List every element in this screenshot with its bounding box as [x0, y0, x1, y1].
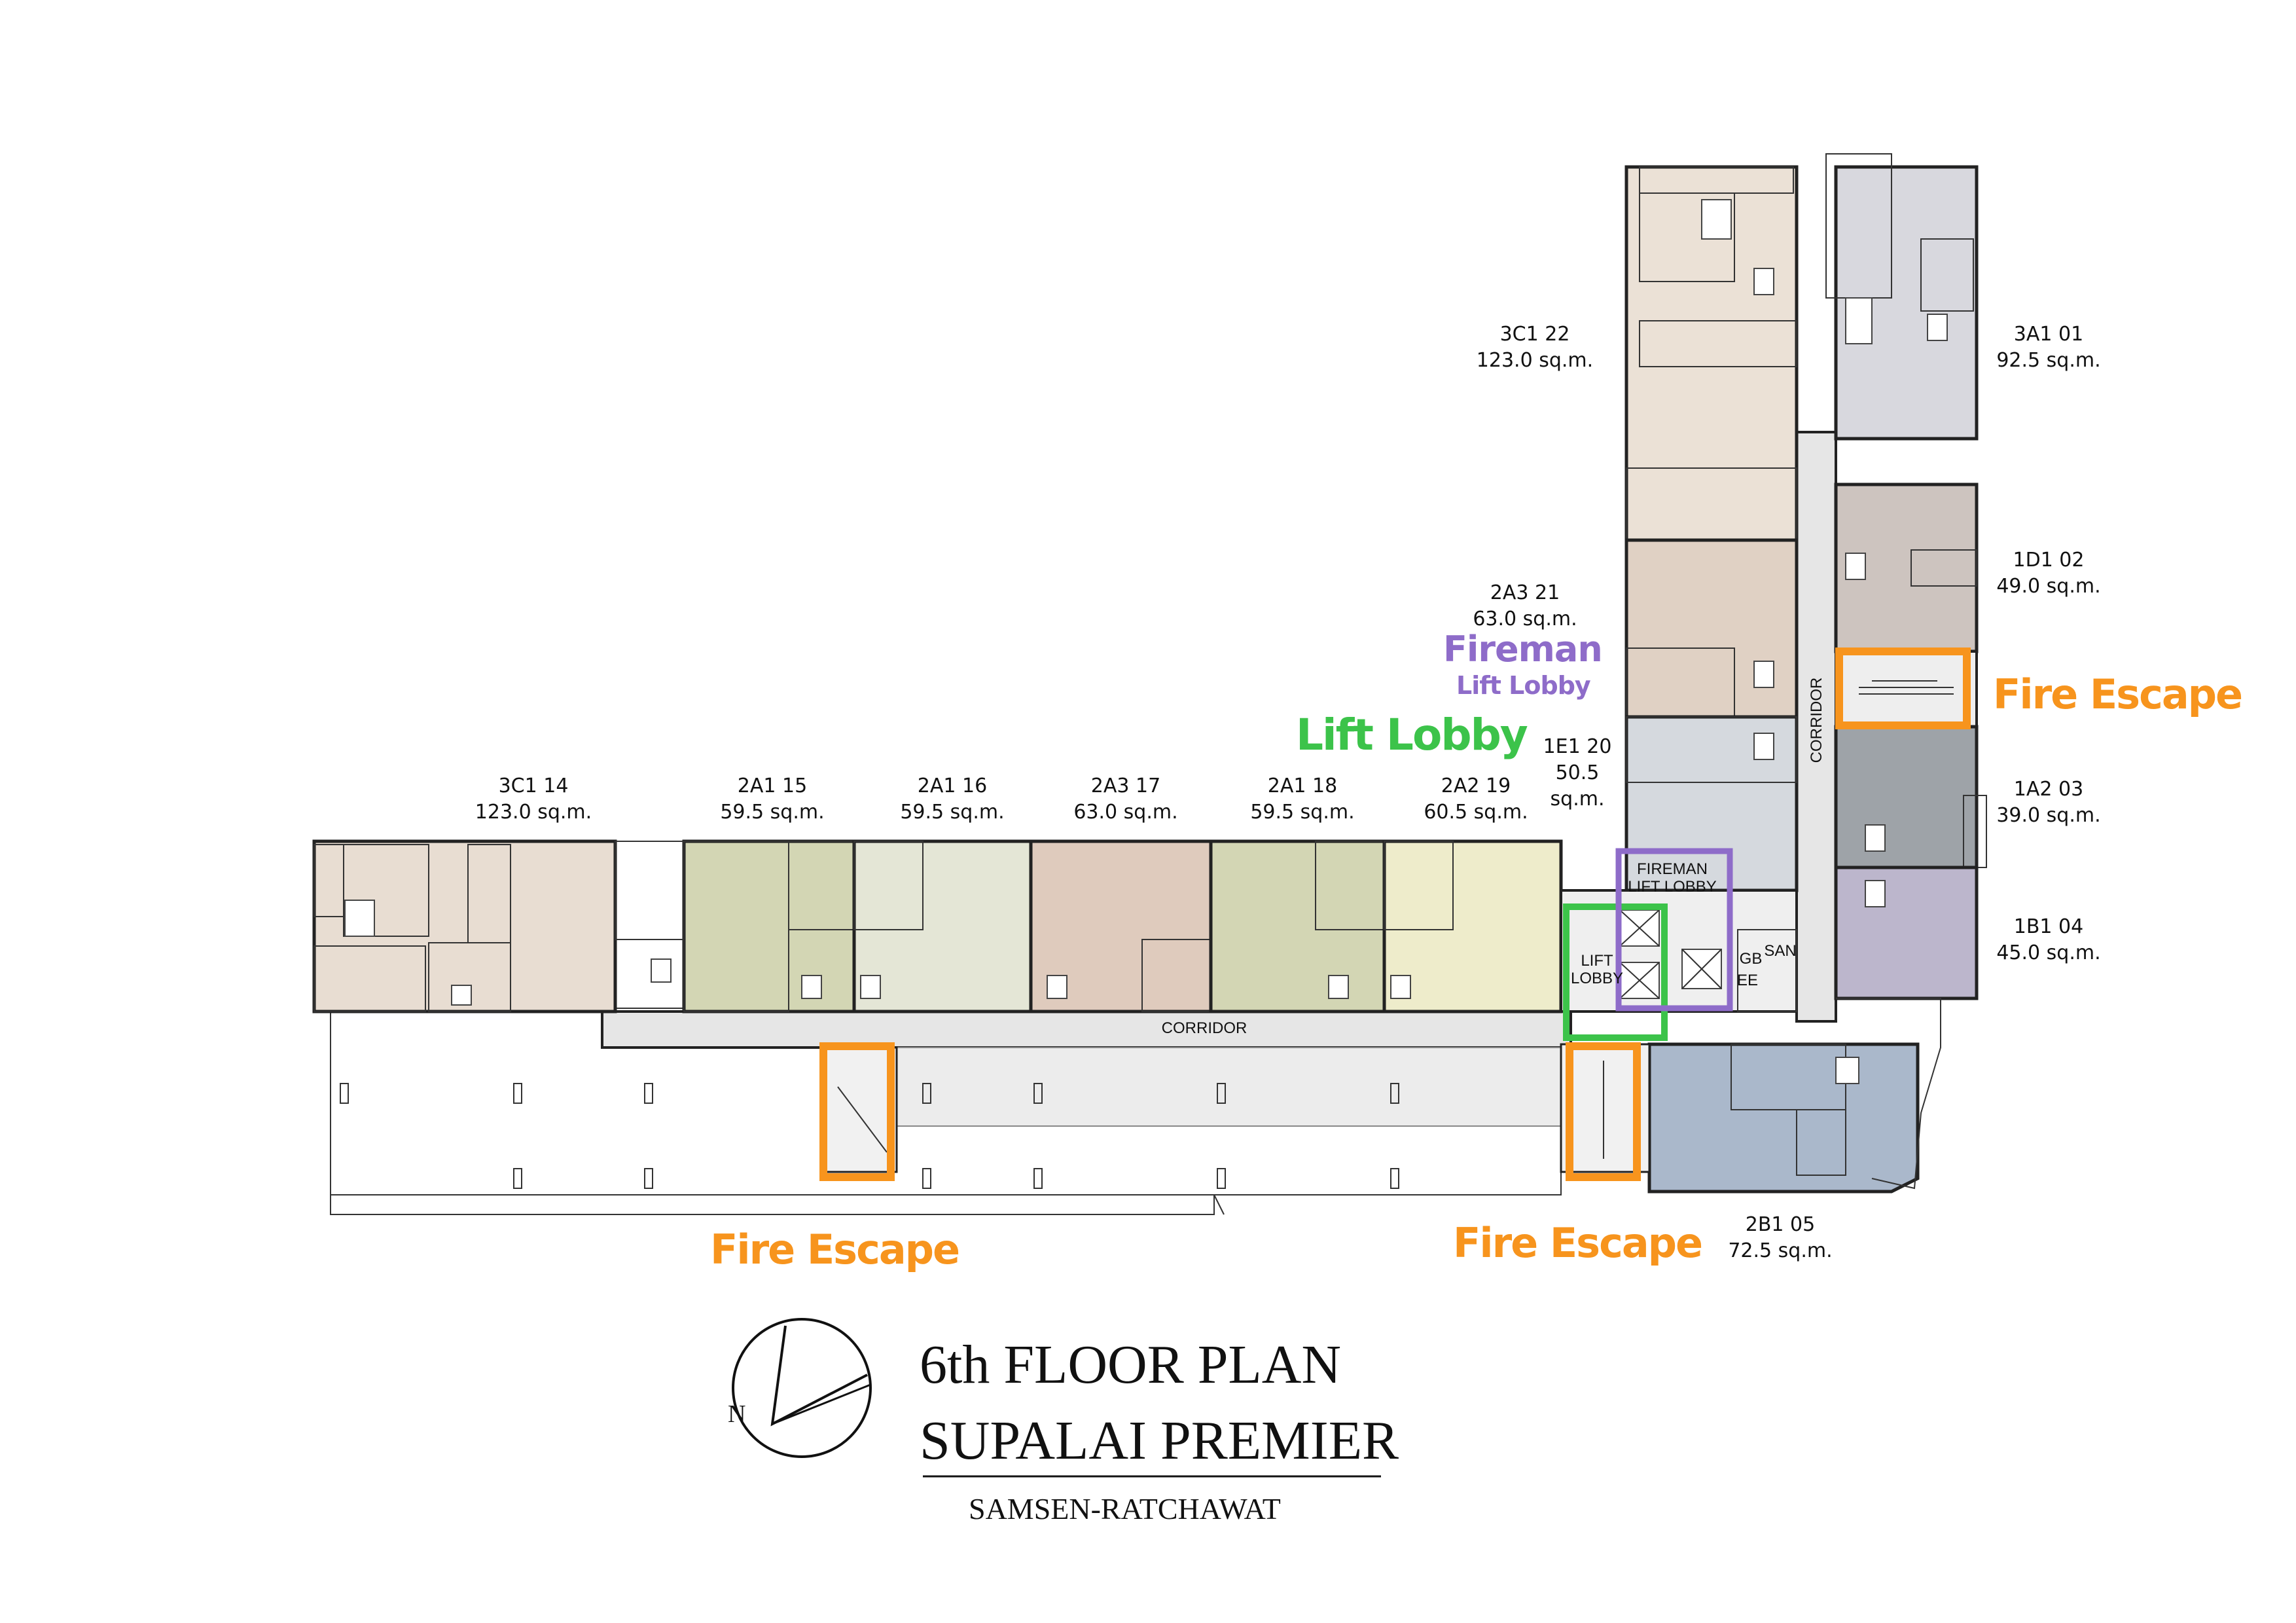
fire-escape-box-middle: [1566, 1042, 1641, 1181]
unit-16-shape: [852, 839, 1033, 1013]
unit-code-18: 2A1 18: [1268, 775, 1337, 797]
lift-lobby-callout: Lift Lobby: [1296, 710, 1528, 760]
unit-code-21: 2A3 21: [1490, 581, 1560, 604]
lift-lobby-label-1: LIFT: [1581, 952, 1613, 970]
unit-04-shape: [1834, 866, 1979, 1000]
unit-area-14: 123.0 sq.m.: [475, 801, 592, 824]
unit-code-15: 2A1 15: [738, 775, 807, 797]
unit-area-19: 60.5 sq.m.: [1424, 801, 1528, 824]
unit-code-01: 3A1 01: [2014, 323, 2083, 346]
unit-20-shape: [1624, 715, 1799, 892]
unit-code-16: 2A1 16: [918, 775, 987, 797]
north-compass: [732, 1318, 872, 1458]
fireman-callout: Fireman: [1443, 629, 1602, 670]
unit-area-03: 39.0 sq.m.: [1996, 804, 2100, 827]
unit-area-01: 92.5 sq.m.: [1996, 349, 2100, 372]
north-label: N: [728, 1400, 745, 1428]
unit-14-shape: [312, 839, 617, 1013]
lift-lobby-box: [1563, 903, 1668, 1041]
unit-19-shape: [1382, 839, 1563, 1013]
unit-03-shape: [1834, 725, 1987, 869]
unit-labels: 3C1 14 123.0 sq.m. 2A1 15 59.5 sq.m. 2A1 16 5…: [475, 323, 2101, 1262]
fire-escape-box-left: [819, 1042, 895, 1181]
unit-area-04: 45.0 sq.m.: [1996, 941, 2100, 964]
unit-area-20-0: 50.5: [1556, 761, 1600, 784]
stair-right: [1835, 650, 1978, 728]
unit-18-shape: [1209, 839, 1386, 1013]
unit-area-05: 72.5 sq.m.: [1728, 1239, 1832, 1262]
corridor-horizontal-label: CORRIDOR: [1162, 1019, 1247, 1037]
unit-area-16: 59.5 sq.m.: [900, 801, 1004, 824]
fire-escape-callout-left: Fire Escape: [710, 1226, 959, 1273]
fire-escape-box-right: [1835, 647, 1971, 729]
stair-left: [820, 1046, 898, 1173]
unit-21-shape: [1624, 538, 1799, 719]
unit-area-15: 59.5 sq.m.: [720, 801, 824, 824]
fire-escape-callout-right: Fire Escape: [1993, 670, 2242, 718]
ee-label: EE: [1737, 972, 1758, 989]
unit-17-shape: [1029, 839, 1213, 1013]
unit-area-02: 49.0 sq.m.: [1996, 575, 2100, 598]
unit-code-02: 1D1 02: [2013, 549, 2085, 572]
unit-area-20-1: sq.m.: [1551, 788, 1605, 811]
unit-05-shape: [1647, 1042, 1920, 1194]
fireman-lift-lobby-label-1: FIREMAN: [1637, 860, 1708, 878]
unit-code-03: 1A2 03: [2014, 778, 2083, 801]
unit-02-shape: [1834, 483, 1979, 653]
unit-area-17: 63.0 sq.m.: [1073, 801, 1177, 824]
unit-code-22: 3C1 22: [1500, 323, 1570, 346]
fire-escape-callout-middle: Fire Escape: [1453, 1219, 1702, 1267]
project-location: SAMSEN-RATCHAWAT: [969, 1492, 1281, 1525]
fireman-lift-lobby-box: [1615, 848, 1733, 1012]
unit-15-shape: [682, 839, 856, 1013]
unit-code-17: 2A3 17: [1091, 775, 1160, 797]
unit-code-04: 1B1 04: [2014, 915, 2083, 938]
unit-22-shape: [1624, 165, 1799, 542]
podium-window-marks: [340, 1083, 1399, 1189]
unit-area-22: 123.0 sq.m.: [1477, 349, 1593, 372]
lift-lobby-label-2: LOBBY: [1571, 970, 1623, 987]
unit-code-19: 2A2 19: [1441, 775, 1511, 797]
lower-slab: [821, 1047, 1571, 1127]
lift-core: [1560, 889, 1798, 1013]
corridor-vertical-label: CORRIDOR: [1808, 678, 1825, 763]
project-name: SUPALAI PREMIER: [920, 1410, 1399, 1471]
plan-title: 6th FLOOR PLAN: [920, 1334, 1341, 1395]
fireman-lift-lobby-label-2: LIFT LOBBY: [1628, 878, 1717, 896]
unit-code-05: 2B1 05: [1746, 1213, 1815, 1236]
san-label: SAN: [1764, 942, 1796, 960]
unit-code-14: 3C1 14: [499, 775, 569, 797]
unit-code-20: 1E1 20: [1543, 735, 1612, 758]
unit-area-21: 63.0 sq.m.: [1473, 608, 1577, 630]
fireman-lift-lobby-callout: Lift Lobby: [1456, 671, 1591, 700]
gb-label: GB: [1740, 950, 1763, 968]
horizontal-corridor: [601, 1010, 1572, 1049]
unit-area-18: 59.5 sq.m.: [1250, 801, 1354, 824]
unit-01-shape: [1825, 153, 1979, 441]
